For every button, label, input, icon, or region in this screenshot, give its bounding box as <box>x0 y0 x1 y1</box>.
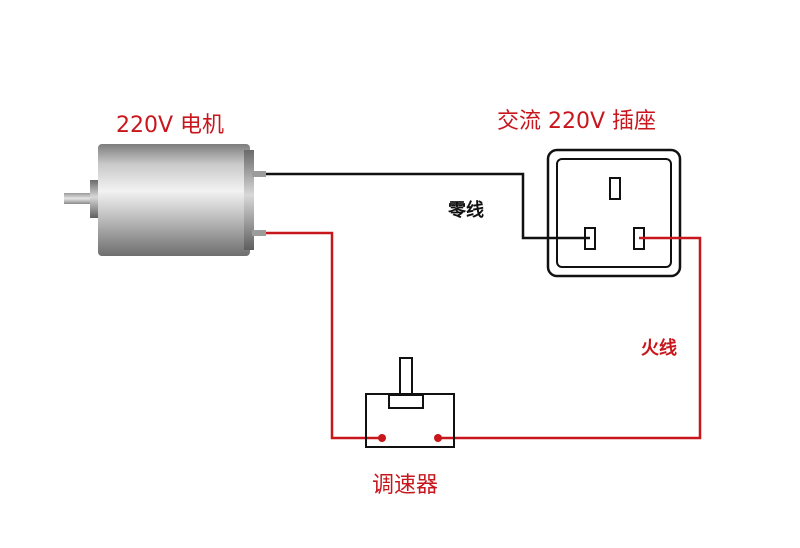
speed-controller <box>365 357 455 448</box>
controller-body <box>365 393 455 448</box>
motor-body <box>98 144 250 256</box>
motor-shaft <box>64 193 94 204</box>
controller-knob-base <box>388 394 424 409</box>
live-wire-motor-to-controller <box>266 231 382 440</box>
neutral-wire <box>266 172 590 240</box>
controller-knob-stem <box>399 357 413 397</box>
motor-label: 220V 电机 <box>116 113 224 138</box>
socket-label: 交流 220V 插座 <box>497 109 656 134</box>
socket-inner-frame <box>556 158 672 268</box>
socket <box>546 148 682 278</box>
motor-terminal-bottom <box>252 230 266 236</box>
motor-front-cap <box>90 180 100 218</box>
speed-controller-label: 调速器 <box>372 473 438 498</box>
motor-rear-cap <box>244 150 254 250</box>
socket-outer-frame <box>546 148 682 278</box>
neutral-wire-label: 零线 <box>447 199 484 221</box>
motor-terminal-top <box>252 171 266 177</box>
live-wire-label: 火线 <box>641 337 677 359</box>
controller-terminal-left <box>378 434 386 442</box>
controller-terminal-right <box>434 434 442 442</box>
socket-ground-slot <box>609 177 621 200</box>
motor <box>64 144 266 256</box>
live-wire-controller-to-socket <box>438 236 702 440</box>
